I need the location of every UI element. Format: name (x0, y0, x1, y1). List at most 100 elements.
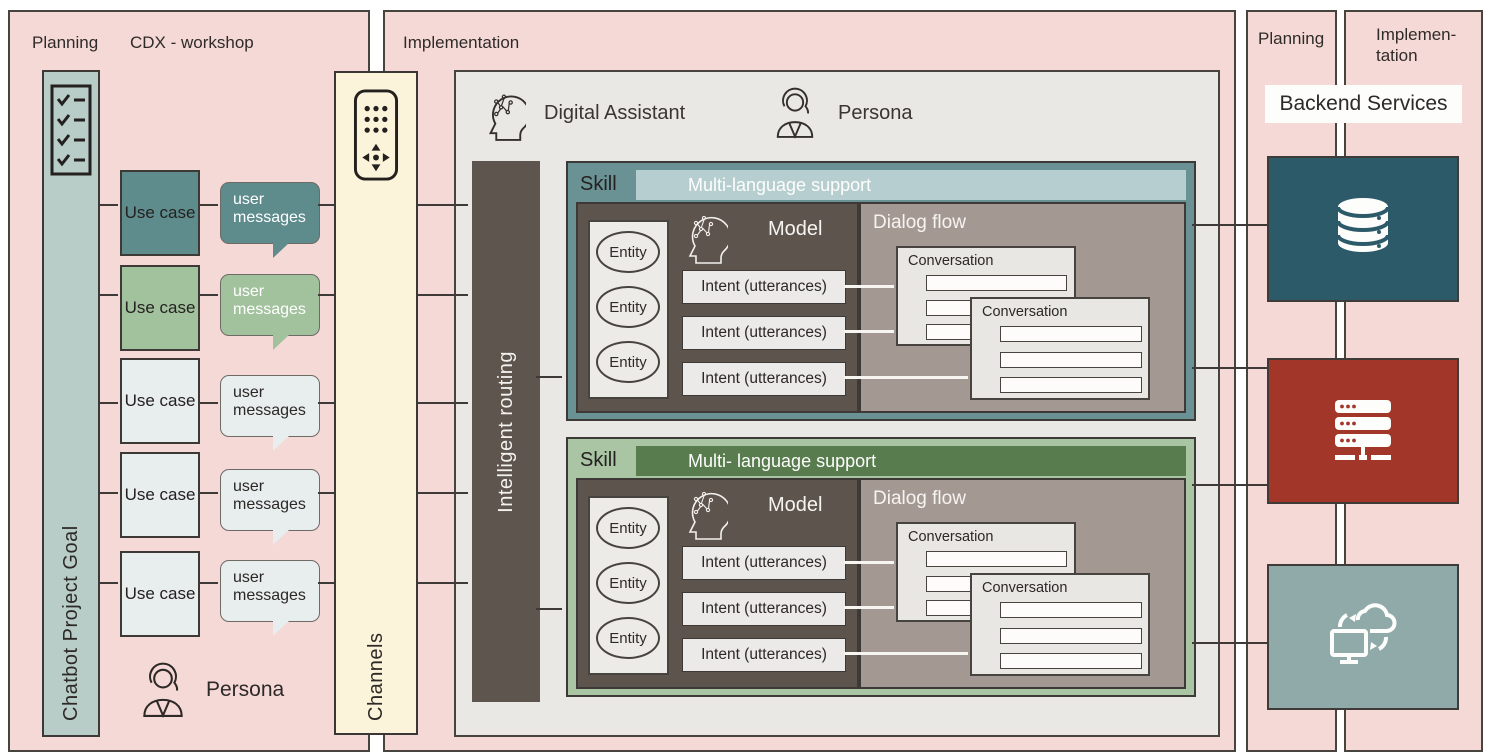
connector-line (98, 492, 118, 494)
connector-line (198, 492, 218, 494)
intent-connector (844, 330, 894, 333)
backend-database-box (1267, 156, 1459, 302)
conversation-box: Conversation (970, 573, 1150, 676)
connector-line (1192, 484, 1267, 486)
use-case-box-3: Use case (120, 358, 200, 444)
connector-line (198, 294, 218, 296)
intent-connector (844, 561, 894, 564)
intent-connector (844, 285, 894, 288)
connector-line (98, 294, 118, 296)
conversation-row (1000, 326, 1142, 342)
connector-line (1192, 224, 1267, 226)
connector-line (418, 204, 468, 206)
intent-box: Intent (utterances) (682, 592, 846, 626)
backend-server-box (1267, 358, 1459, 504)
person-icon (776, 87, 814, 139)
left-planning-panel: Planning CDX - workshop Chatbot Project … (8, 10, 370, 752)
conversation-label: Conversation (908, 529, 994, 545)
connector-line (418, 402, 468, 404)
connector-line (536, 376, 562, 378)
entity-oval: Entity (596, 231, 660, 273)
channels-label: Channels (364, 632, 387, 721)
skill-1-dialog-flow-label: Dialog flow (873, 212, 966, 233)
intent-connector (844, 606, 894, 609)
channels-bar: Channels (334, 71, 418, 735)
use-case-box-1: Use case (120, 170, 200, 256)
connector-line (1192, 367, 1267, 369)
cdx-workshop-header: CDX - workshop (130, 33, 254, 52)
intent-box: Intent (utterances) (682, 316, 846, 350)
user-messages-bubble-4: user messages (220, 469, 320, 545)
checklist-icon (50, 84, 92, 176)
conversation-row (1000, 628, 1142, 644)
skill-1-dialog-flow: Dialog flow Conversation Conversation (859, 202, 1186, 413)
chatbot-project-goal-label: Chatbot Project Goal (59, 525, 82, 721)
skill-2-dialog-flow-label: Dialog flow (873, 488, 966, 509)
user-messages-bubble-2: user messages (220, 274, 320, 350)
right-planning-header: Planning (1258, 29, 1325, 48)
intelligent-routing-label: Intelligent routing (494, 350, 517, 513)
da-persona-label: Persona (838, 102, 913, 124)
entity-oval: Entity (596, 507, 660, 549)
chatbot-project-goal-bar: Chatbot Project Goal (42, 70, 100, 737)
intelligent-routing-bar: Intelligent routing (472, 161, 540, 702)
backend-services-label: Backend Services (1265, 85, 1462, 123)
intent-box: Intent (utterances) (682, 546, 846, 580)
intent-connector (844, 652, 968, 655)
intent-box: Intent (utterances) (682, 638, 846, 672)
skill-2-model-label: Model (768, 494, 823, 516)
connector-line (1192, 642, 1267, 644)
conversation-label: Conversation (908, 253, 994, 269)
connector-line (98, 582, 118, 584)
entity-oval: Entity (596, 562, 660, 604)
intent-box: Intent (utterances) (682, 270, 846, 304)
conversation-row (926, 551, 1067, 567)
connector-line (318, 582, 334, 584)
connector-line (318, 294, 334, 296)
connector-line (418, 492, 468, 494)
user-messages-bubble-5: user messages (220, 560, 320, 636)
skill-1-banner: Multi-language support (636, 170, 1186, 200)
entity-oval: Entity (596, 341, 660, 383)
skill-2-banner: Multi- language support (636, 446, 1186, 476)
ai-head-icon (688, 215, 728, 264)
right-implementation-header: Implemen- tation (1376, 25, 1457, 66)
intent-connector (844, 376, 968, 379)
ai-head-icon (488, 94, 526, 141)
implementation-header: Implementation (403, 33, 520, 52)
backend-integration-box (1267, 564, 1459, 710)
entity-oval: Entity (596, 286, 660, 328)
intent-box: Intent (utterances) (682, 362, 846, 396)
connector-line (536, 608, 562, 610)
skill-2-model-box: Entity Entity Entity Model Intent (utte (576, 478, 859, 689)
left-persona-label: Persona (206, 678, 285, 701)
server-rack-icon (1335, 400, 1391, 460)
skill-2-dialog-flow: Dialog flow Conversation Conversation (859, 478, 1186, 689)
skill-1-entity-panel: Entity Entity Entity (588, 220, 669, 399)
conversation-label: Conversation (982, 580, 1068, 596)
use-case-box-5: Use case (120, 551, 200, 637)
connector-line (198, 582, 218, 584)
ai-head-icon (688, 491, 728, 540)
digital-assistant-box: Digital Assistant Persona Intelligent ro… (454, 70, 1220, 737)
connector-line (318, 402, 334, 404)
connector-line (198, 204, 218, 206)
entity-oval: Entity (596, 617, 660, 659)
person-icon (143, 662, 183, 718)
conversation-row (1000, 377, 1142, 393)
conversation-row (1000, 352, 1142, 368)
skill-2-label: Skill (580, 449, 617, 471)
skill-box-2: Skill Multi- language support Entity Ent… (566, 437, 1196, 697)
keypad-icon (353, 89, 399, 181)
conversation-box: Conversation (970, 297, 1150, 400)
skill-1-model-box: Entity Entity Entity Model Intent (utte (576, 202, 859, 413)
connector-line (198, 402, 218, 404)
digital-assistant-title: Digital Assistant (544, 102, 686, 124)
conversation-row (1000, 602, 1142, 618)
use-case-box-2: Use case (120, 265, 200, 351)
skill-1-model-label: Model (768, 218, 823, 240)
user-messages-bubble-1: user messages (220, 182, 320, 258)
user-messages-bubble-3: user messages (220, 375, 320, 451)
implementation-panel: Implementation Digital Assistant Persona (383, 10, 1236, 752)
